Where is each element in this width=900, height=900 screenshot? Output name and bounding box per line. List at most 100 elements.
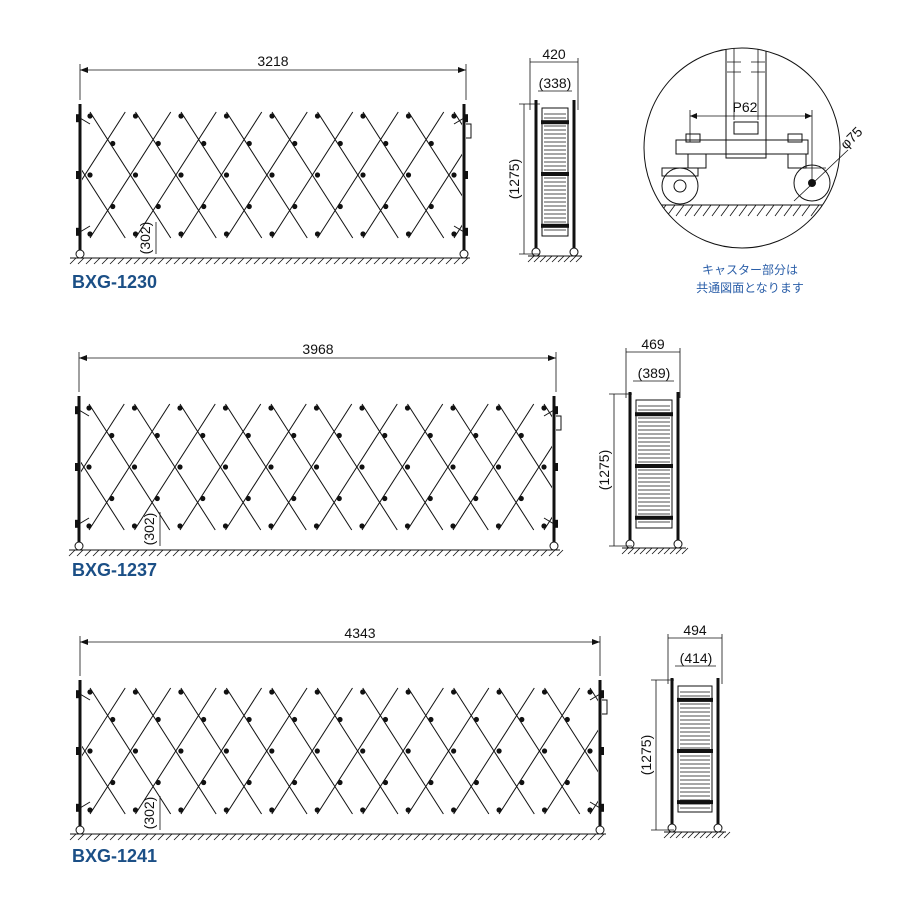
cross-bar	[635, 412, 673, 417]
caster-wheel	[549, 541, 559, 551]
end-link	[453, 117, 465, 125]
folded-bars	[544, 113, 566, 231]
cross-bar	[635, 515, 673, 520]
caster-wheel	[531, 247, 541, 257]
end-link	[79, 801, 91, 809]
pitch-label: P62	[733, 99, 758, 115]
handle	[556, 415, 562, 431]
post-bracket	[76, 171, 81, 179]
model-label: BXG-1230	[72, 272, 157, 292]
end-link	[543, 409, 555, 417]
side-view-bxg-1230	[527, 100, 583, 263]
ground-hatch	[621, 547, 689, 555]
scissor-lattice	[82, 687, 598, 815]
side-view-bxg-1237	[621, 392, 689, 555]
caster-note-line1: キャスター部分は	[702, 262, 798, 277]
gate-row-bxg-1241: 4343 (302) BXG-1241 494 (414) (1275)	[69, 622, 731, 866]
caster-wheel	[75, 825, 85, 835]
end-link	[79, 693, 91, 701]
width-dimension: 4343	[79, 625, 601, 676]
handle	[602, 699, 608, 715]
depth-label: 494	[683, 622, 707, 638]
post-bracket	[599, 803, 604, 812]
end-link	[543, 517, 555, 525]
ground-hatch	[663, 831, 731, 839]
cross-bar	[541, 172, 569, 176]
post-bracket	[76, 803, 81, 812]
handle	[466, 123, 472, 139]
pivot-joints	[87, 113, 457, 237]
caster-wheel	[673, 539, 683, 549]
post-bracket	[76, 747, 81, 755]
end-link	[78, 409, 90, 417]
base-height-dimension: (302)	[141, 512, 161, 546]
ground-hatch	[68, 549, 564, 557]
front-view-bxg-1237	[68, 396, 564, 557]
ground-hatch	[69, 833, 605, 841]
ground-hatch	[69, 257, 469, 265]
front-view-bxg-1241	[69, 680, 608, 841]
height-dimension: (1275)	[596, 393, 632, 547]
post-bracket	[599, 747, 604, 755]
pivot-joints	[87, 689, 593, 813]
cross-bar	[677, 697, 713, 702]
caster-wheel	[74, 541, 84, 551]
inner-depth-label: (389)	[638, 365, 671, 381]
gate-row-bxg-1230: 3218 (302) BXG-1230 420 (338) (1275)	[69, 46, 866, 295]
caster-wheel	[667, 823, 677, 833]
base-height-dimension: (302)	[141, 796, 161, 830]
side-view-bxg-1241	[663, 678, 731, 839]
pivot-joints	[86, 405, 547, 529]
caster-wheel	[713, 823, 723, 833]
post-bracket	[76, 114, 81, 123]
base-height-dimension: (302)	[137, 222, 157, 255]
gate-row-bxg-1237: 3968 (302) BXG-1237 469 (389) (1275)	[68, 336, 689, 580]
end-link	[589, 693, 601, 701]
depth-dimension: 494 (414)	[667, 622, 723, 684]
front-view-bxg-1230	[69, 104, 472, 265]
end-link	[79, 225, 91, 233]
width-label: 3968	[302, 341, 333, 357]
caster-detail: P62 φ75 キャスター部分は 共通図面となります	[643, 47, 866, 295]
post-bracket	[553, 406, 558, 415]
width-label: 4343	[344, 625, 375, 641]
width-dimension: 3968	[78, 341, 557, 392]
end-link	[78, 517, 90, 525]
caster-wheel	[595, 825, 605, 835]
cross-bar	[677, 800, 713, 805]
inner-depth-label: (338)	[539, 75, 572, 91]
end-link	[79, 117, 91, 125]
base-height-label: (302)	[137, 222, 153, 255]
inner-depth-label: (414)	[680, 650, 713, 666]
base-height-label: (302)	[141, 797, 157, 830]
post-bracket	[76, 690, 81, 699]
height-dimension: (1275)	[638, 679, 674, 831]
end-link	[589, 801, 601, 809]
width-dimension: 3218	[79, 53, 467, 100]
caster-note-line2: 共通図面となります	[696, 281, 804, 295]
post-bracket	[463, 114, 468, 123]
model-label: BXG-1237	[72, 560, 157, 580]
scissor-lattice	[81, 403, 552, 531]
height-label: (1275)	[596, 450, 612, 490]
wheel-diameter-label: φ75	[837, 123, 866, 152]
height-label: (1275)	[506, 159, 522, 199]
post-bracket	[76, 227, 81, 236]
caster-wheel	[459, 249, 469, 259]
base-height-label: (302)	[141, 513, 157, 546]
depth-label: 469	[641, 336, 665, 352]
cross-bar	[677, 749, 713, 753]
depth-dimension: 420 (338)	[529, 46, 579, 110]
post-bracket	[553, 519, 558, 528]
end-link	[453, 225, 465, 233]
depth-dimension: 469 (389)	[625, 336, 681, 398]
caster-wheel	[75, 249, 85, 259]
height-label: (1275)	[638, 735, 654, 775]
post-bracket	[553, 463, 558, 471]
post-bracket	[75, 519, 80, 528]
caster-wheel	[569, 247, 579, 257]
folded-bars	[638, 405, 670, 523]
height-dimension: (1275)	[506, 103, 540, 255]
post-bracket	[463, 171, 468, 179]
